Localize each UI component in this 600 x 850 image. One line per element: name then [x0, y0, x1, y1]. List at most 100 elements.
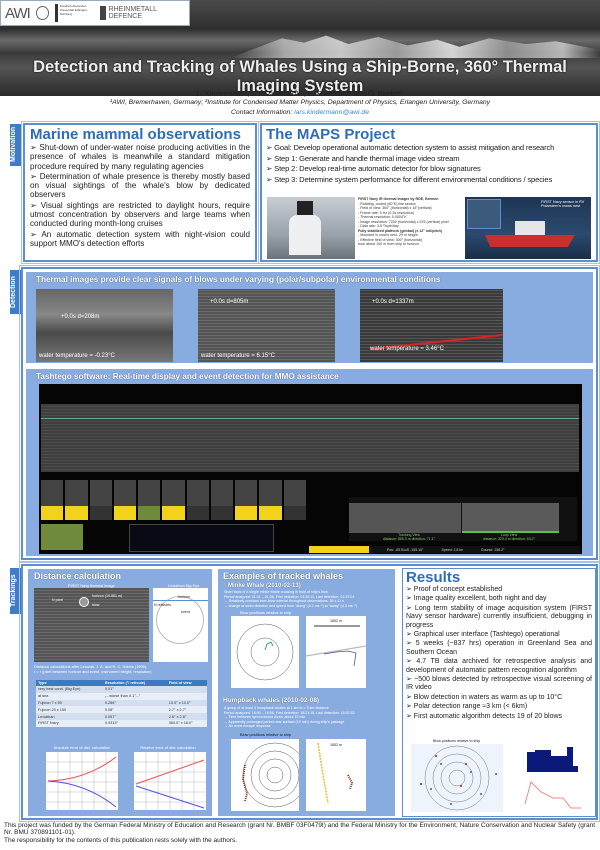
- sensor-head: [297, 201, 313, 215]
- table-cell: 0.0313°: [102, 719, 167, 727]
- thermal-images-panel: Thermal images provide clear signals of …: [25, 271, 594, 364]
- control-panel[interactable]: [129, 524, 274, 552]
- bullet: ➢ Blow detection in waters as warm as up…: [406, 693, 563, 701]
- bullet: ➢ An automatic detection system with nig…: [30, 229, 250, 248]
- label: N pixel: [52, 598, 63, 602]
- event-thumb[interactable]: [113, 480, 137, 520]
- contact-email-link[interactable]: lars.kindermann@awi.de: [294, 108, 369, 116]
- event-thumb[interactable]: [65, 480, 88, 520]
- fau-logo: Friedrich-Alexander-Universität Erlangen…: [54, 4, 94, 22]
- ship-caption: FIRST Navy sensor in RV Polarstern's cro…: [541, 200, 585, 208]
- event-thumb[interactable]: [210, 480, 234, 520]
- water-temp-label: water temperature = -0.23°C: [39, 353, 115, 359]
- examples-panel: Examples of tracked whales Minke Whale (…: [217, 568, 396, 817]
- event-thumb[interactable]: [41, 480, 64, 520]
- author-block: L. Kindermann¹, D.P. Zitterbart¹·², E. B…: [0, 89, 600, 117]
- table-cell: Fujinon 7 x 50: [36, 699, 103, 707]
- tashtego-title: Tashtego software: Real-time display and…: [36, 372, 339, 381]
- bullet: ➢ Image quality excellent, both night an…: [406, 595, 547, 603]
- label: event: [181, 610, 190, 614]
- chart1-title: Absolute error of dist. calculation: [53, 745, 111, 750]
- spec-line: - Thermal resolution: 0.0004°K: [358, 215, 407, 219]
- event-thumb[interactable]: [89, 480, 112, 520]
- trackings-box: Distance calculation FIRST Navy thermal …: [19, 562, 600, 822]
- event-thumb[interactable]: [283, 480, 306, 520]
- humpback-title: Humpback whales (2010-02-08): [223, 697, 320, 704]
- results-panel: Results ➢ Proof of concept established ➢…: [402, 568, 596, 817]
- spec-line: Fully stabilized platform (gimbal) (± 12…: [358, 228, 443, 233]
- panorama-view: [41, 404, 579, 472]
- img2-caption: Leviathan Big Eye: [168, 583, 200, 588]
- results-bullets: ➢ Proof of concept established ➢ Image q…: [406, 586, 592, 721]
- event-thumb[interactable]: [162, 480, 185, 520]
- status-bar: Pos: -65.51oS -155.16° Speed: 2.6 kn Cou…: [309, 546, 580, 553]
- event-thumb[interactable]: [138, 480, 161, 520]
- thermal-image-3: +0.0s d=1337m water temperature = 3.46°C: [360, 289, 503, 362]
- col-header: Resolution (°/ reticule): [102, 680, 167, 686]
- blow-label: +0.0s d=208m: [61, 314, 100, 320]
- bullet: ➢ 5 weeks (~837 hrs) operation in Greenl…: [406, 640, 592, 656]
- results-title: Results: [406, 569, 461, 586]
- minke-scale: 1852 m: [330, 619, 342, 623]
- event-thumb[interactable]: [259, 480, 282, 520]
- rheinmetall-logo: RHEINMETALL DEFENCE: [99, 6, 185, 20]
- table-cell: 360.0° x 18.0°: [166, 719, 207, 727]
- minke-text: Short track of a single minke whale cros…: [224, 590, 357, 608]
- minke-title: Minke Whale (2010-02-13): [228, 583, 301, 589]
- event-thumbnails: [41, 480, 306, 520]
- col-header: Field of view: [166, 680, 207, 686]
- horizon-line: [153, 600, 208, 601]
- minke-plot-title: Blow positions relative to ship: [240, 610, 292, 615]
- bullet: ➢ ~500 blows detected by retrospective v…: [406, 676, 592, 692]
- humpback-scale: 1852 m: [330, 743, 342, 747]
- marine-mammal-box: Marine mammal observations ➢ Shut-down o…: [21, 121, 259, 264]
- table-cell: 0.286°: [102, 699, 167, 707]
- table-cell: [166, 686, 207, 693]
- minke-map-plot: [306, 616, 366, 688]
- event-thumb[interactable]: [186, 480, 209, 520]
- bullet: ➢ Graphical user interface (Tashtego) op…: [406, 631, 560, 639]
- table-cell: „...worse than 0.1°...": [102, 692, 167, 700]
- ship-photo: FIRST Navy sensor in RV Polarstern's cro…: [465, 197, 591, 259]
- horizon-line: [41, 418, 579, 419]
- table-cell: 0.057°: [102, 713, 167, 720]
- reticle-circle: [156, 596, 204, 644]
- table-cell: 10.0° x 10.0°: [166, 699, 207, 707]
- first-navy-image: N pixel horizon (19.881 m) blow: [34, 588, 149, 662]
- img1-caption: FIRST Navy thermal image: [68, 583, 115, 588]
- distance-title: Distance calculation: [34, 571, 122, 581]
- tashtego-panel: Tashtego software: Real-time display and…: [25, 368, 594, 557]
- table-cell: 2.7° x 2.7°: [166, 706, 207, 714]
- lower-error-line: [135, 785, 205, 809]
- logo-bar: AWI Friedrich-Alexander-Universität Erla…: [0, 0, 190, 26]
- absolute-error-chart: [46, 752, 118, 810]
- table-cell: very best cond. (Big Eye): [36, 686, 103, 693]
- sensor-body: [289, 215, 321, 255]
- lower-error-curve: [47, 780, 117, 808]
- resolution-table: Type Resolution (°/ reticule) Field of v…: [36, 680, 207, 727]
- loop-view: [462, 503, 559, 533]
- status-pos: Pos: -65.51oS -155.16°: [387, 547, 424, 552]
- spec-line: - Mounted in crow's nest, 29 m height: [358, 233, 418, 237]
- big-eye-reticle: horizon N reticules event: [153, 588, 208, 662]
- results-histogram: [521, 744, 583, 774]
- section-tab-detection: Detection: [10, 270, 21, 314]
- label: N reticules: [154, 603, 171, 607]
- bullet: ➢ Goal: Develop operational automatic de…: [266, 143, 555, 152]
- results-plot-title: Blow positions relative to ship: [433, 739, 481, 743]
- status-speed: Speed: 2.6 kn: [441, 547, 464, 552]
- sensor-photo: [267, 197, 355, 259]
- bullet: ➢ Determination of whale presence is the…: [30, 171, 250, 200]
- humpback-text: A group of at least 3 humpback whales at…: [224, 706, 355, 728]
- blow-circle: [79, 597, 89, 607]
- col-header: Type: [36, 680, 103, 686]
- bullet: ➢ Long term stability of image acquisiti…: [406, 604, 592, 629]
- funding-footer: This project was funded by the German Fe…: [4, 822, 596, 844]
- event-list[interactable]: [41, 524, 83, 550]
- event-thumb[interactable]: [235, 480, 258, 520]
